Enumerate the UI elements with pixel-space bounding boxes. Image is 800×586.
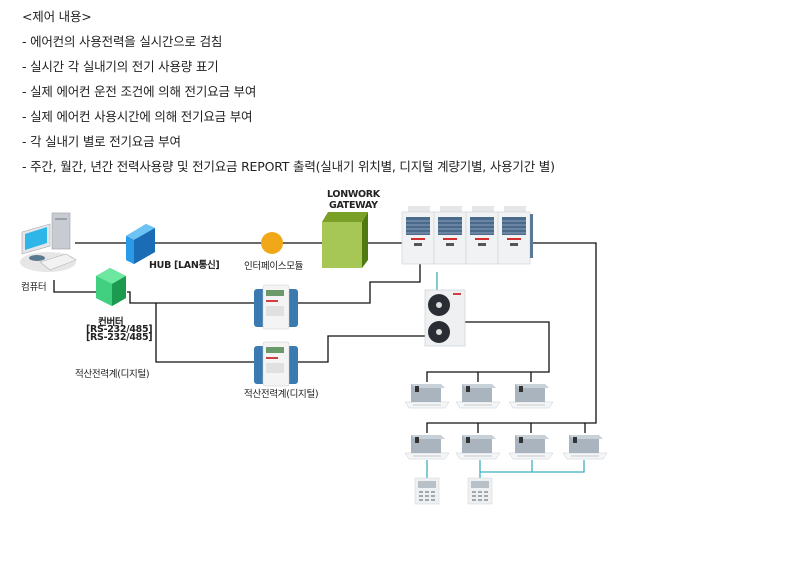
line-converter-meter1 — [127, 291, 256, 304]
line-small-outdoor-indoor — [426, 321, 550, 382]
outdoor-module — [401, 206, 435, 265]
hub-label: HUB [LAN통신] — [149, 260, 220, 271]
interface-label: 인터페이스모듈 — [244, 261, 304, 272]
computer-icon — [20, 212, 77, 272]
bullet-item: - 에어컨의 사용전력을 실시간으로 검침 — [22, 34, 223, 49]
interface-module-icon — [261, 232, 283, 254]
remote-controller-icon — [467, 477, 493, 505]
bullet-item: - 실시간 각 실내기의 전기 사용량 표기 — [22, 59, 219, 74]
bullet-item: - 실제 에어컨 운전 조건에 의해 전기요금 부여 — [22, 84, 257, 99]
meter-label: 적산전력계(디지털) — [75, 369, 150, 380]
line-outdoor-right-trunk — [532, 242, 597, 424]
section-heading: <제어 내용> — [22, 9, 92, 24]
bullet-item: - 각 실내기 별로 전기요금 부여 — [22, 134, 181, 149]
gateway-icon — [322, 212, 368, 268]
line-meter1-outdoor — [298, 264, 421, 304]
converter-protocol-label: [RS-232/485] — [86, 324, 153, 335]
converter-icon — [96, 268, 126, 306]
line-meter2-small-outdoor — [298, 335, 427, 363]
outdoor-unit-icon — [401, 206, 533, 265]
converter-label: 컨버터 — [98, 317, 124, 328]
hub-icon — [126, 224, 155, 264]
line-converter-meter2 — [155, 303, 256, 363]
indoor-cassette-icon — [455, 435, 501, 460]
outdoor-module — [497, 206, 531, 265]
remote-controller-icon — [414, 477, 440, 505]
indoor-cassette-icon — [562, 435, 608, 460]
indoor-cassette-icon — [508, 435, 554, 460]
meter-label: 적산전력계(디지털) — [244, 389, 319, 400]
indoor-cassette-icon — [404, 384, 450, 409]
gateway-label-line2: GATEWAY — [329, 200, 378, 211]
line-computer-converter — [53, 280, 96, 293]
converter-protocol-label: [RS-232/485] — [86, 332, 153, 343]
connection-lines — [53, 242, 597, 433]
digital-meter-icon — [254, 284, 298, 330]
outdoor-module — [465, 206, 499, 265]
bullet-item: - 주간, 월간, 년간 전력사용량 및 전기요금 REPORT 출력(실내기 … — [22, 159, 555, 174]
gateway-label-line1: LONWORK — [327, 189, 380, 200]
bullet-item: - 실제 에어컨 사용시간에 의해 전기요금 부여 — [22, 109, 253, 124]
remote-lines — [426, 272, 585, 478]
indoor-cassette-icon — [508, 384, 554, 409]
digital-meter-icon — [254, 341, 298, 387]
indoor-cassette-icon — [404, 435, 450, 460]
outdoor-module — [433, 206, 467, 265]
indoor-cassette-icon — [455, 384, 501, 409]
small-outdoor-unit-icon — [424, 289, 466, 347]
computer-label: 컴퓨터 — [21, 282, 47, 293]
